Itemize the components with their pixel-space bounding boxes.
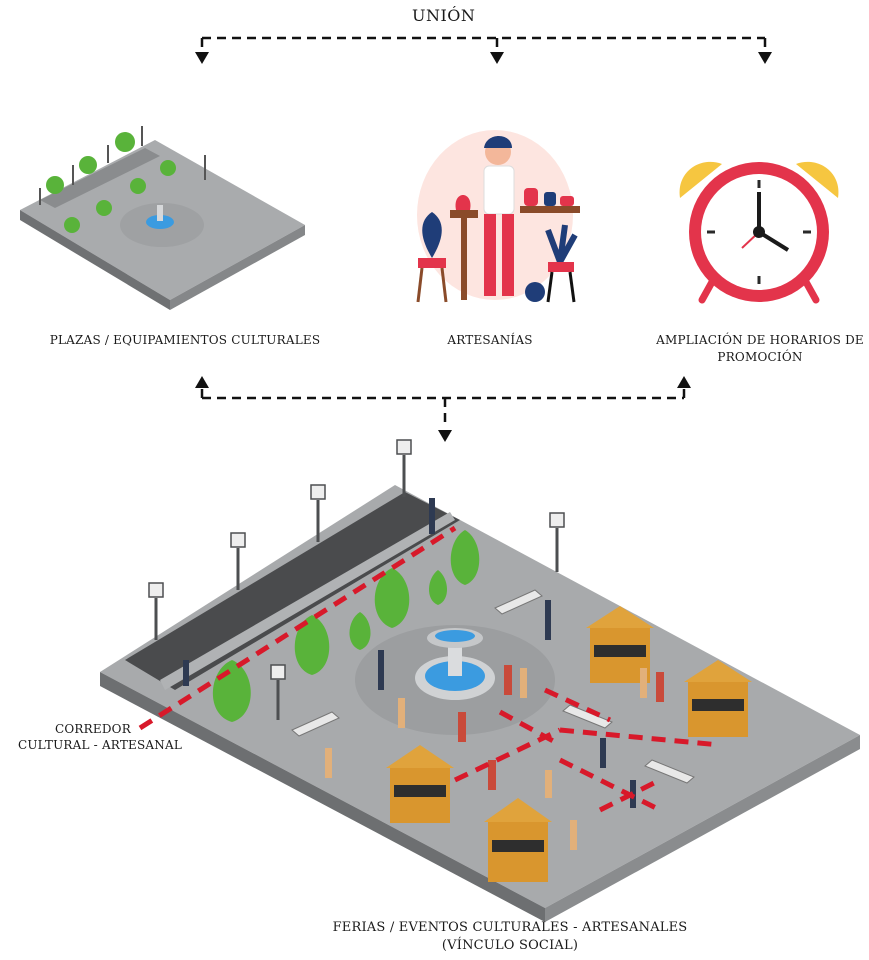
bottom-label-line2: (VÍNCULO SOCIAL) — [441, 938, 579, 953]
arrow-up-icon — [195, 376, 209, 388]
artisan-illustration — [416, 130, 580, 303]
arrow-down-icon — [758, 52, 772, 64]
plaza-illustration — [20, 126, 305, 310]
kiosk-group — [386, 606, 752, 882]
alarm-clock-icon — [679, 161, 839, 304]
arrow-down-icon — [195, 52, 209, 64]
arrow-down-icon — [490, 52, 504, 64]
bottom-label-line1: FERIAS / EVENTOS CULTURALES - ARTESANALE… — [332, 920, 688, 935]
middle-connector — [200, 388, 686, 428]
union-connector — [200, 36, 767, 52]
node-label-artesanias: ARTESANÍAS — [447, 333, 533, 347]
corridor-label-line1: CORREDOR — [55, 722, 131, 736]
feria-plaza-illustration — [100, 439, 860, 922]
arrow-down-icon — [438, 430, 452, 442]
union-title: UNIÓN — [412, 6, 476, 25]
node-label-plazas: PLAZAS / EQUIPAMIENTOS CULTURALES — [49, 333, 321, 347]
corridor-route — [138, 525, 721, 813]
people — [183, 498, 664, 850]
node-label-horarios-line1: AMPLIACIÓN DE HORARIOS DE — [656, 333, 864, 347]
middle-arrowheads — [195, 376, 691, 442]
arrow-up-icon — [677, 376, 691, 388]
corridor-label-line2: CULTURAL - ARTESANAL — [17, 738, 183, 752]
union-arrowheads — [195, 52, 772, 64]
node-label-horarios-line2: PROMOCIÓN — [717, 350, 803, 364]
